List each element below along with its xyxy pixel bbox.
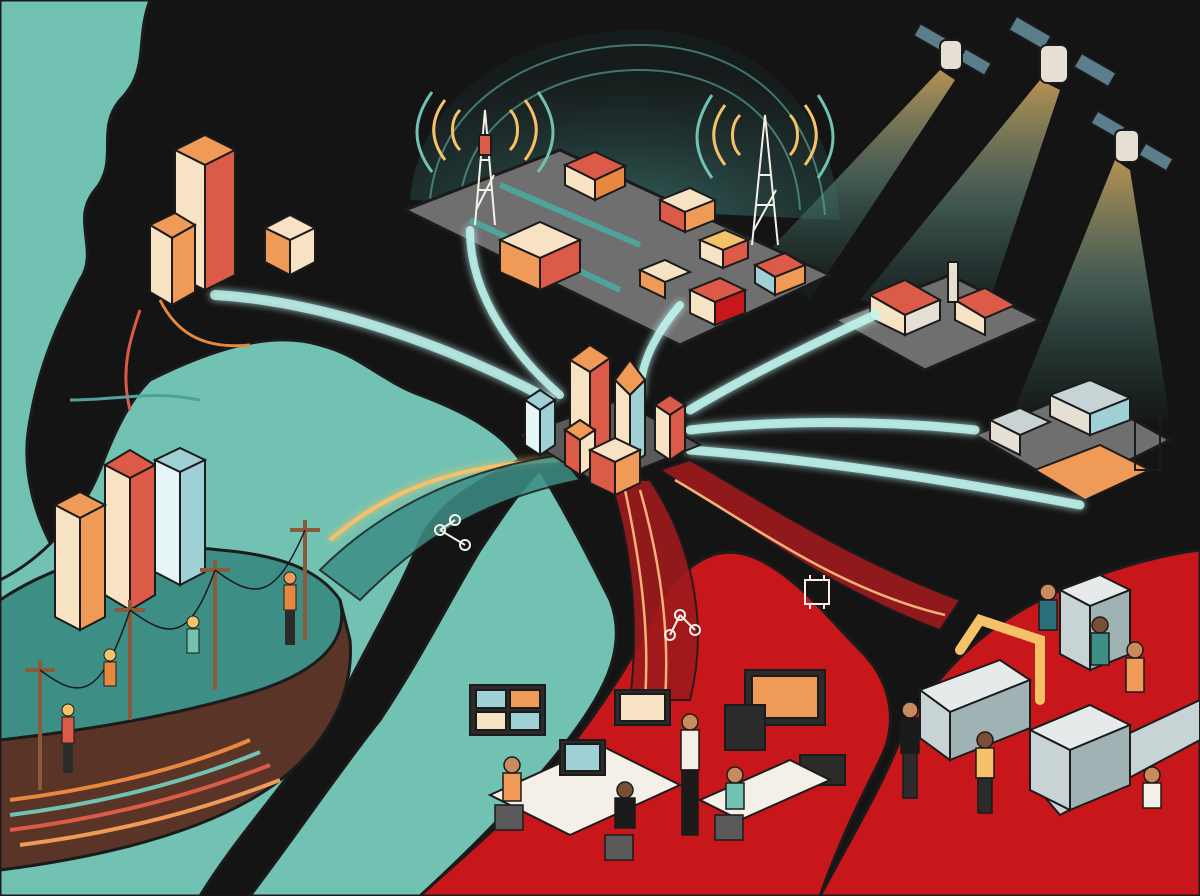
office-towers-upper-left: [147, 133, 318, 307]
circuit-node-icon: [434, 514, 471, 551]
robotic-arm-icon: [955, 614, 1045, 705]
satellite-icon: [1007, 14, 1118, 89]
office-towers-lower-left: [52, 446, 208, 632]
cell-tower-icon: [474, 109, 496, 226]
factory-buildings-upper: [867, 261, 1018, 337]
line-workers: [61, 571, 297, 773]
data-lines-red: [623, 478, 946, 701]
satellite-beams: [760, 70, 1170, 420]
signal-wave-icon: [415, 91, 835, 179]
city-towers: [523, 343, 687, 497]
data-ribbon-red-east: [657, 458, 962, 632]
power-wires: [39, 529, 306, 689]
office-workers: [502, 713, 745, 836]
cable-lines-upper-left: [69, 299, 251, 411]
satellite-icon: [1089, 109, 1175, 173]
office-screens: [614, 669, 846, 786]
town-shops: [497, 150, 808, 327]
data-ribbon-red: [608, 479, 699, 701]
factory-workers: [900, 583, 1162, 814]
underground-pipes: [9, 738, 281, 847]
factory-buildings-lower: [987, 378, 1161, 471]
data-ribbon-teal: [318, 453, 582, 602]
office-chairs: [494, 804, 744, 861]
video-call-icon: [469, 684, 546, 736]
cell-tower-icon: [751, 114, 779, 246]
circuit-node-icon: [664, 609, 701, 641]
factory-machines: [917, 573, 1133, 812]
signal-wave-icon: [432, 99, 818, 166]
teal-landmass: [0, 0, 152, 582]
satellite-icon: [912, 22, 993, 77]
microchip-icon: [804, 575, 830, 609]
